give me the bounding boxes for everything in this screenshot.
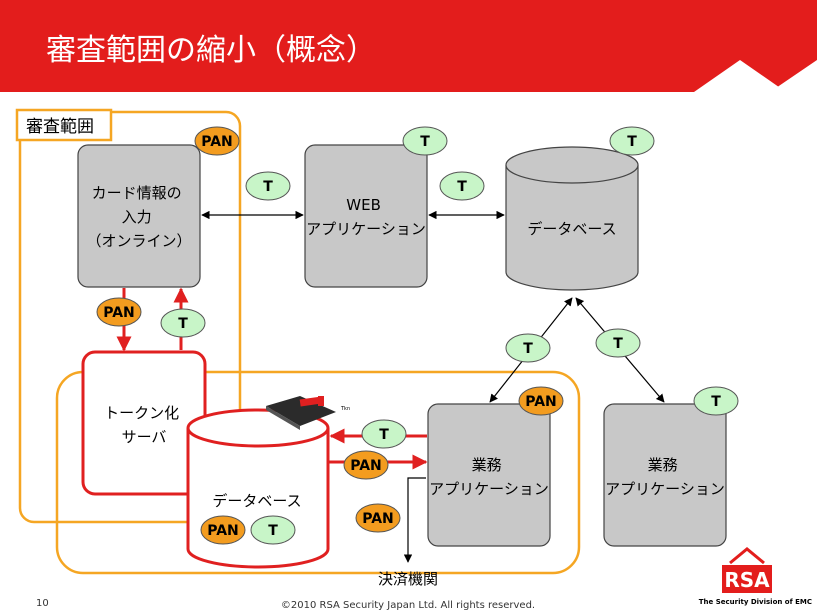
token-badge: T [245,171,291,201]
rsa-tagline: The Security Division of EMC [699,598,812,606]
token-device-icon [266,396,336,430]
arrow-to-settlement [403,477,426,563]
database-top [505,146,639,291]
token-server-label-1: トークン化 [104,404,179,422]
svg-text:T: T [457,179,467,195]
header-band [0,0,817,92]
pan-badge: PAN [200,515,246,545]
pan-badge: PAN [343,450,389,480]
database-top-label: データベース [527,220,616,238]
card-input-box [77,144,201,288]
svg-text:T: T [523,341,533,357]
settlement-label: 決済機関 [378,570,438,588]
token-device-tag: Tkn [340,406,350,412]
scope-label: 審査範囲 [26,117,94,137]
svg-text:業務 アプリケーション: 業務 アプリケーション [605,456,725,498]
svg-text:カード情報の 入力 （オンライン）: カード情報の 入力 （オンライン） [86,184,191,250]
svg-text:PAN: PAN [103,305,135,321]
svg-text:トークン化 サーバ: トークン化 サーバ [104,404,184,446]
svg-text:T: T [268,523,278,539]
pan-badge: PAN [355,503,401,533]
business-app-1-box [427,403,551,547]
svg-text:業務 アプリケーション: 業務 アプリケーション [429,456,549,498]
web-app-label-1: WEB [346,196,381,214]
svg-text:PAN: PAN [207,523,239,539]
scope-label-box [15,108,113,142]
token-server-label-2: サーバ [122,428,167,446]
page-title: 審査範囲の縮小（概念） [46,33,376,68]
token-badge: T [693,386,739,416]
token-badge: T [361,419,407,449]
pan-badge: PAN [194,126,240,156]
scope-boundary-bottom [55,370,581,575]
svg-text:WEB アプリケーション: WEB アプリケーション [306,196,426,238]
svg-text:T: T [263,179,273,195]
copyright-text: ©2010 RSA Security Japan Ltd. All rights… [281,600,535,611]
card-input-label-2: 入力 [122,208,152,226]
pan-badge: PAN [96,297,142,327]
svg-text:T: T [379,427,389,443]
scope-boundary-top [18,110,242,524]
svg-text:T: T [178,316,188,332]
web-app-label-2: アプリケーション [306,220,426,238]
card-input-label-3: （オンライン） [86,232,191,250]
business-app-2-box [603,403,727,547]
business-app-1-label-2: アプリケーション [429,480,549,498]
svg-text:T: T [627,134,637,150]
business-app-1-label-1: 業務 [472,456,502,474]
rsa-logo: RSA [722,547,772,593]
card-input-label-1: カード情報の [92,184,182,202]
database-token-label: データベース [212,492,301,510]
svg-text:PAN: PAN [525,394,557,410]
business-app-2-label-2: アプリケーション [605,480,725,498]
svg-text:PAN: PAN [201,134,233,150]
token-badge: T [595,328,641,358]
token-badge: T [402,126,448,156]
database-token [186,408,330,569]
token-badge: T [250,515,296,545]
token-badge: T [439,171,485,201]
svg-text:PAN: PAN [350,458,382,474]
token-badge: T [609,126,655,156]
page-number: 10 [36,598,49,609]
svg-text:T: T [711,394,721,410]
svg-text:T: T [613,336,623,352]
web-app-box [304,144,428,288]
pan-badge: PAN [518,386,564,416]
token-badge: T [160,308,206,338]
svg-text:RSA: RSA [724,568,770,592]
token-badge: T [505,333,551,363]
svg-text:PAN: PAN [362,511,394,527]
business-app-2-label-1: 業務 [648,456,678,474]
svg-text:T: T [420,134,430,150]
